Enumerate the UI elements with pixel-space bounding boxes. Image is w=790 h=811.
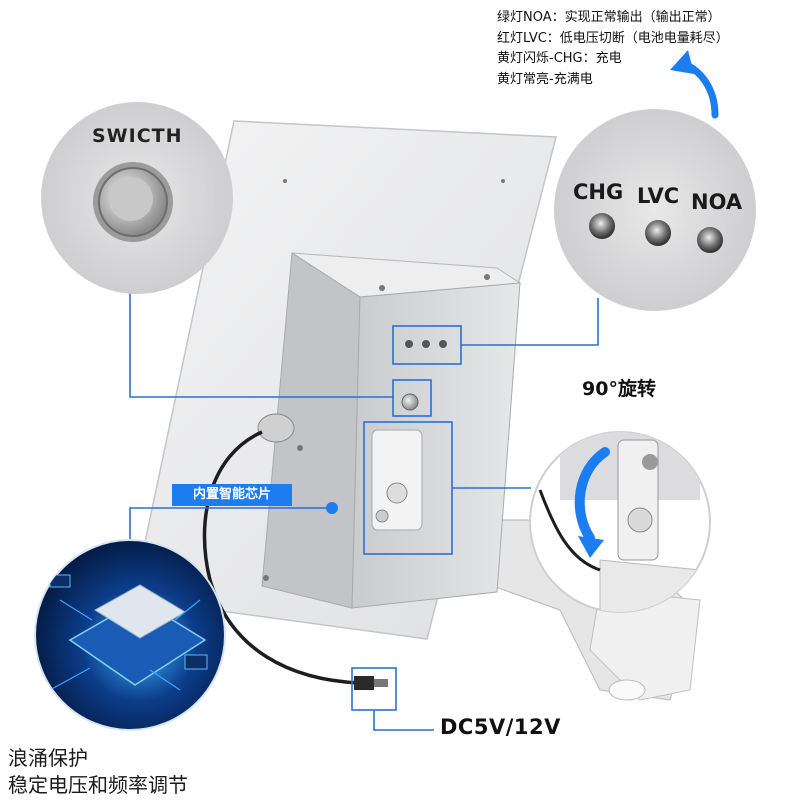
legend-arrow-icon bbox=[670, 50, 719, 119]
led-noa-icon bbox=[697, 227, 723, 253]
switch-label: SWICTH bbox=[92, 125, 183, 147]
chip-callout-dot bbox=[326, 502, 338, 514]
led-lvc-icon bbox=[645, 220, 671, 246]
box-switch-button bbox=[401, 393, 419, 411]
legend-line: 绿灯NOA：实现正常输出（输出正常） bbox=[497, 10, 721, 25]
led-zoom-circle bbox=[554, 109, 756, 311]
chip-tag: 内置智能芯片 bbox=[172, 484, 292, 506]
dc-voltage-label: DC5V/12V bbox=[440, 715, 561, 739]
legend-line: 黄灯常亮-充满电 bbox=[497, 71, 593, 87]
legend-line: 黄灯闪烁-CHG：充电 bbox=[497, 51, 622, 66]
rotate-arrow-icon bbox=[574, 447, 610, 543]
led-status-legend: 绿灯NOA：实现正常输出（输出正常） 红灯LVC：低电压切断（电池电量耗尽） 黄… bbox=[497, 8, 729, 90]
led-chg-icon bbox=[589, 213, 615, 239]
rotation-bracket bbox=[371, 429, 423, 531]
legend-line: 红灯LVC：低电压切断（电池电量耗尽） bbox=[497, 30, 729, 46]
led-label-chg: CHG bbox=[573, 180, 624, 204]
power-cable bbox=[202, 413, 388, 690]
surge-line: 稳定电压和频率调节 bbox=[8, 773, 188, 797]
chip-zoom-circle bbox=[34, 539, 226, 731]
led-label-lvc: LVC bbox=[637, 184, 680, 208]
surge-line: 浪涌保护 bbox=[8, 746, 88, 770]
rotation-label: 90°旋转 bbox=[582, 378, 656, 400]
rotation-zoom-circle bbox=[529, 431, 711, 613]
box-led-group bbox=[405, 340, 447, 348]
led-label-noa: NOA bbox=[691, 190, 743, 214]
callout-lines bbox=[129, 290, 599, 731]
switch-zoom-circle bbox=[41, 102, 233, 294]
surge-protection-text: 浪涌保护 稳定电压和频率调节 bbox=[8, 745, 188, 799]
